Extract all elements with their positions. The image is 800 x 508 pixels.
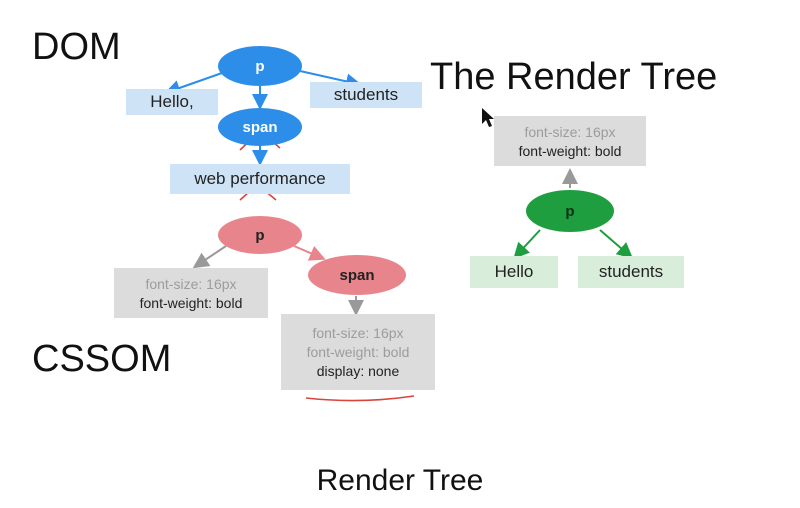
cssom-span-font-size: font-size: 16px [312, 325, 404, 341]
render-node-p: p [526, 190, 614, 232]
cssom-node-span: span [308, 255, 406, 295]
render-font-weight: font-weight: bold [518, 142, 622, 159]
dom-text-web-performance: web performance [170, 164, 350, 194]
render-text-hello: Hello [470, 256, 558, 288]
render-edge-students [599, 229, 634, 259]
dom-edge-hello [164, 72, 223, 96]
cssom-p-styles: font-size: 16px font-weight: bold [114, 268, 268, 318]
cssom-edge-span [293, 245, 326, 261]
dom-text-students: students [310, 82, 422, 108]
render-styles: font-size: 16px font-weight: bold [494, 116, 646, 166]
cssom-span-styles: font-size: 16px font-weight: bold displa… [281, 314, 435, 390]
cssom-span-font-weight: font-weight: bold [306, 344, 410, 360]
dom-edge-students [299, 70, 362, 90]
cssom-p-font-weight: font-weight: bold [139, 294, 243, 311]
caption: Render Tree [316, 464, 484, 497]
dom-node-span: span [218, 108, 302, 146]
cssom-span-display: display: none [316, 363, 400, 379]
render-text-students: students [578, 256, 684, 288]
cssom-title: CSSOM [32, 338, 172, 380]
cssom-edge-p-styles [192, 245, 227, 269]
dom-text-hello: Hello, [126, 89, 218, 115]
render-edge-hello [513, 229, 541, 259]
cssom-p-font-size: font-size: 16px [145, 275, 237, 292]
render-font-size: font-size: 16px [524, 123, 616, 140]
mouse-cursor-icon [482, 108, 494, 127]
cssom-node-p: p [218, 216, 302, 254]
dom-node-p: p [218, 46, 302, 86]
render-tree-title: The Render Tree [430, 56, 718, 98]
underline-display-none [305, 395, 415, 402]
dom-title: DOM [32, 26, 121, 68]
